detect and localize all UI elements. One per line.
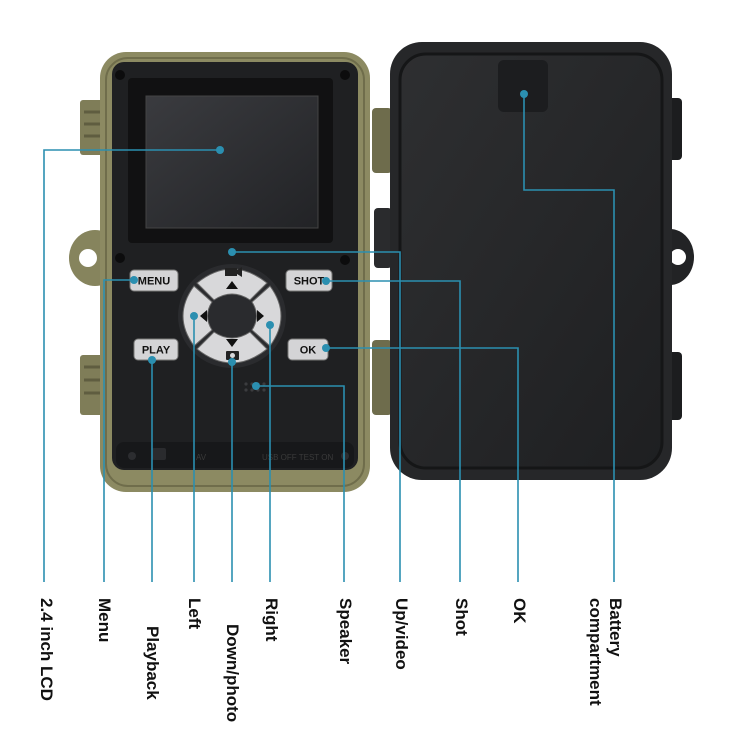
menu-button-label: MENU	[138, 276, 170, 288]
label-battery-compartment: Battery compartment	[586, 598, 625, 706]
label-right: Right	[262, 598, 281, 642]
sd-slot	[152, 448, 166, 460]
ok-button[interactable]: OK	[287, 338, 329, 361]
down-arrow-icon	[226, 339, 238, 347]
label-playback: Playback	[143, 626, 162, 700]
label-speaker: Speaker	[336, 598, 355, 665]
ok-button-label: OK	[300, 345, 317, 357]
up-arrow-icon	[226, 281, 238, 289]
down-photo-button[interactable]	[196, 331, 268, 364]
port-screw	[341, 452, 349, 460]
label-up-video: Up/video	[392, 598, 411, 670]
right-button[interactable]	[251, 285, 282, 347]
label-left: Left	[185, 598, 204, 630]
battery-contact-block	[498, 60, 548, 112]
label-lcd: 2.4 inch LCD	[37, 598, 56, 701]
up-video-button[interactable]	[196, 267, 268, 301]
strap-bracket-top-left	[80, 100, 104, 155]
screw	[340, 255, 350, 265]
menu-button[interactable]: MENU	[129, 269, 179, 292]
control-panel: MENU SHOT PLAY OK	[112, 62, 358, 470]
callout-lines	[43, 94, 615, 582]
strap-bracket-bottom-left	[80, 355, 104, 415]
av-marking: AV	[196, 453, 207, 462]
battery-door	[390, 42, 694, 480]
play-button[interactable]: PLAY	[133, 338, 179, 361]
label-down-photo: Down/photo	[223, 624, 242, 723]
screw	[340, 70, 350, 80]
right-arrow-icon	[257, 310, 264, 322]
screw	[115, 70, 125, 80]
video-icon	[225, 268, 237, 276]
screw	[115, 253, 125, 263]
label-shot: Shot	[452, 598, 471, 636]
play-button-label: PLAY	[142, 345, 171, 357]
lcd-screen	[146, 96, 318, 228]
left-arrow-icon	[200, 310, 207, 322]
hinges	[372, 108, 392, 415]
label-menu: Menu	[95, 598, 114, 643]
callout-dots	[130, 90, 528, 390]
label-ok: OK	[510, 598, 529, 624]
switch-marking: USB OFF TEST ON	[262, 453, 333, 462]
shot-button[interactable]: SHOT	[285, 269, 333, 292]
shot-button-label: SHOT	[294, 276, 325, 288]
bottom-port-strip	[116, 442, 354, 468]
port-screw	[128, 452, 136, 460]
